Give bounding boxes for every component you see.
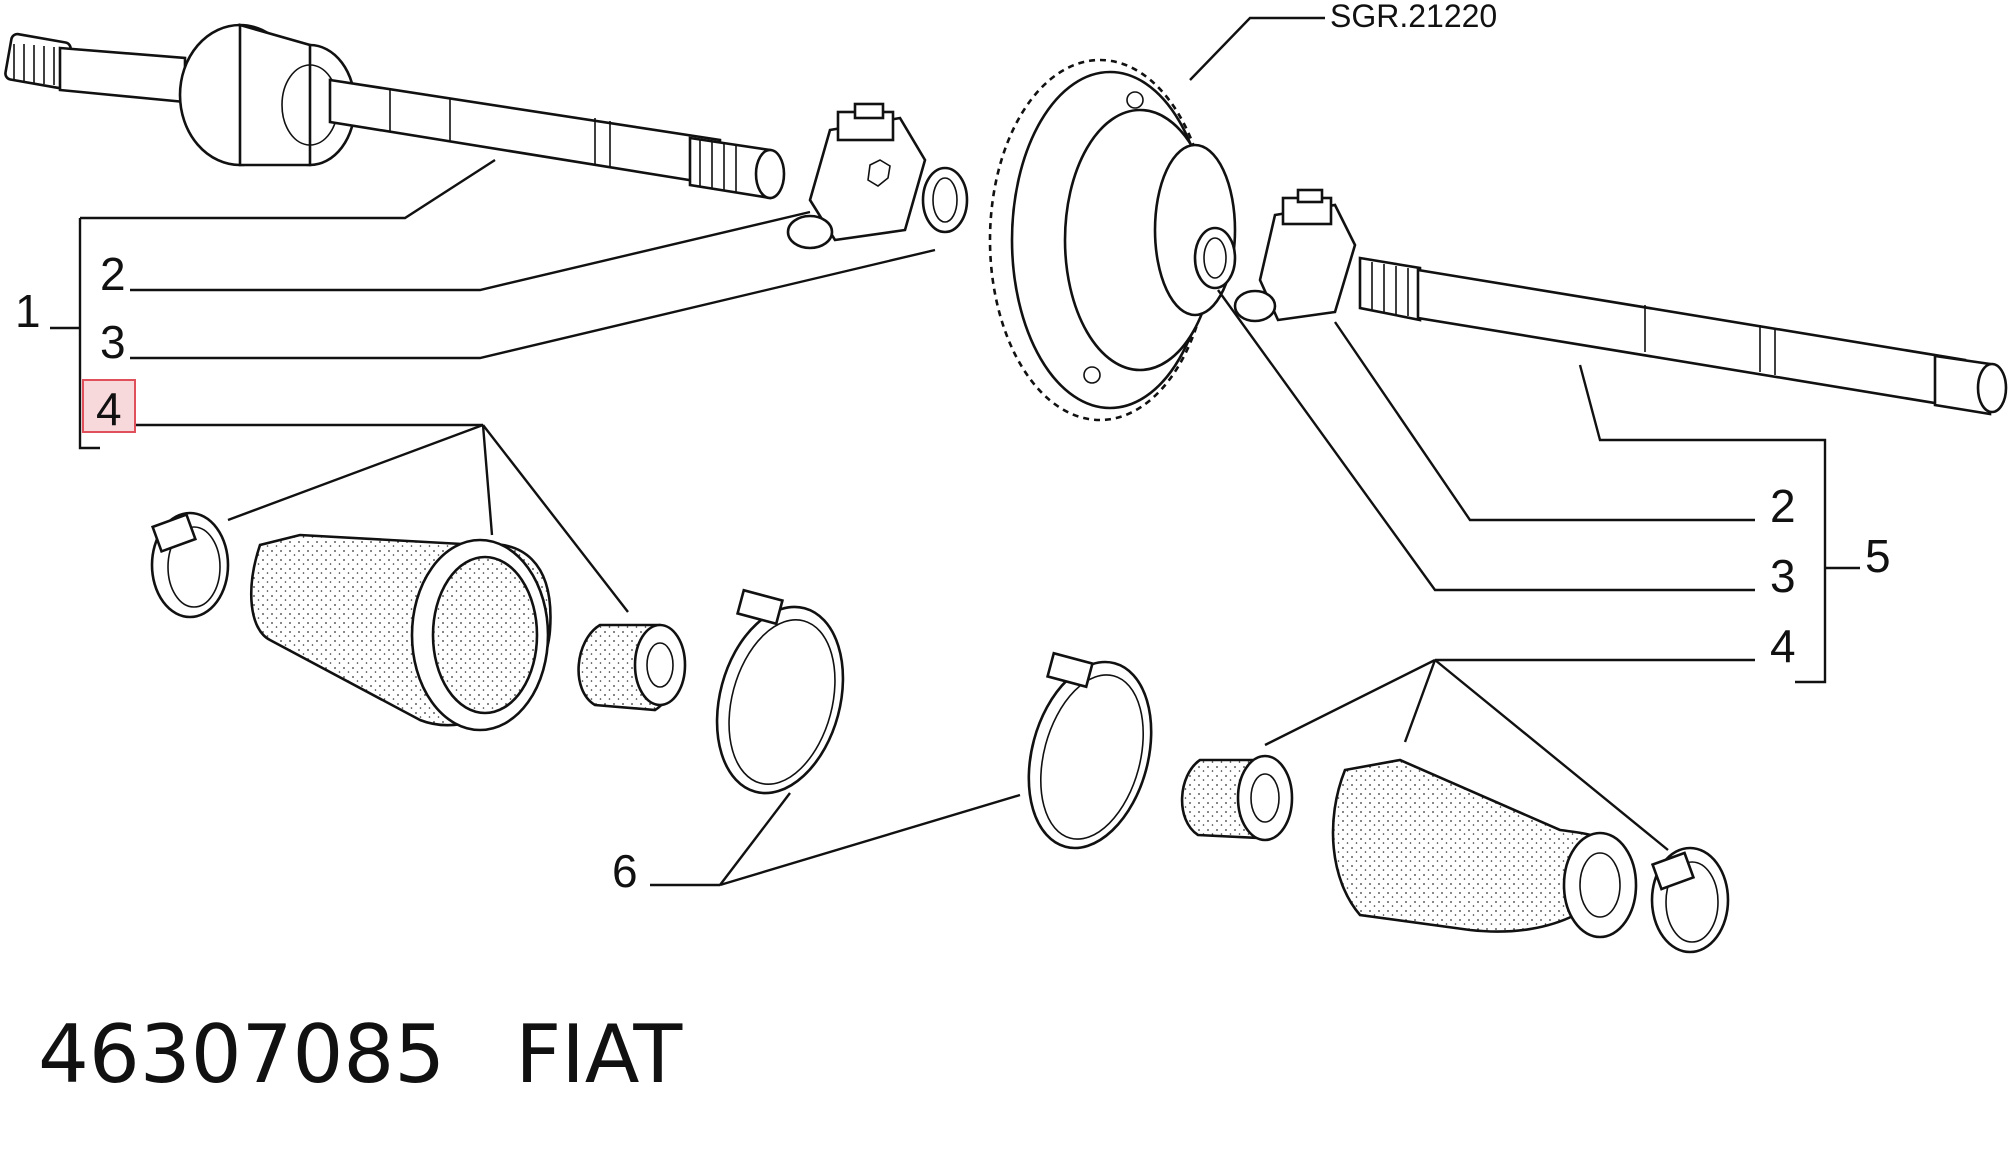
callout-4-right[interactable]: 4 [1770, 620, 1796, 672]
right-drive-shaft [1358, 256, 2008, 416]
left-boot [250, 533, 552, 732]
right-boot [1331, 758, 1638, 939]
differential-ring-gear [988, 58, 1237, 422]
gear-reference-label[interactable]: SGR.21220 [1330, 0, 1497, 34]
callout-5[interactable]: 5 [1865, 530, 1891, 582]
part-caption: 46307085 FIAT [38, 1010, 682, 1100]
brand-name: FIAT [515, 1008, 683, 1101]
callout-2-right[interactable]: 2 [1770, 480, 1796, 532]
part-number: 46307085 [38, 1008, 446, 1101]
leader-lines [50, 16, 1860, 887]
callout-3-right[interactable]: 3 [1770, 550, 1796, 602]
right-circlip [1193, 226, 1237, 290]
callout-3-left[interactable]: 3 [100, 316, 126, 368]
left-drive-shaft [4, 23, 786, 200]
left-small-clamp [150, 511, 230, 619]
callout-4-left[interactable]: 4 [96, 383, 122, 435]
left-large-clamp [715, 588, 845, 795]
right-small-boot [1180, 754, 1294, 842]
left-circlip [921, 166, 969, 234]
callout-6[interactable]: 6 [612, 845, 638, 897]
highlight-box [82, 379, 136, 433]
left-small-boot [577, 623, 687, 712]
callout-2-left[interactable]: 2 [100, 248, 126, 300]
callout-1[interactable]: 1 [15, 285, 41, 337]
left-tripod-joint [786, 102, 927, 250]
right-small-clamp [1650, 846, 1730, 954]
right-large-clamp [1027, 651, 1153, 850]
right-tripod-joint [1233, 188, 1357, 323]
